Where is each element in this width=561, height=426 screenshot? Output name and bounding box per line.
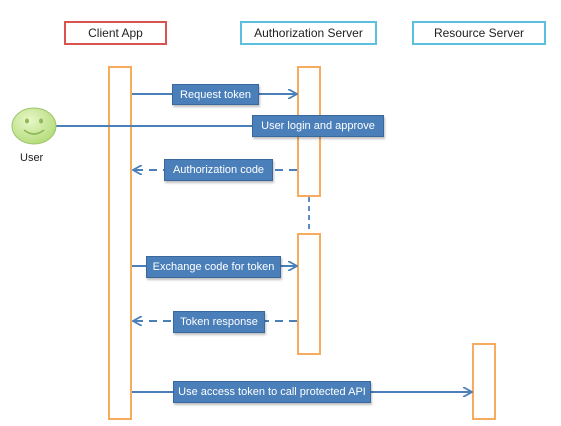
message-label-request-token: Request token xyxy=(172,84,259,105)
message-label-authorization-code: Authorization code xyxy=(164,159,273,181)
participant-client-app-label: Client App xyxy=(88,26,143,40)
user-smiley-icon xyxy=(11,107,57,145)
participant-client-app: Client App xyxy=(64,21,167,45)
message-label-exchange-code: Exchange code for token xyxy=(146,256,281,278)
user-label: User xyxy=(20,152,44,164)
participant-resource-server: Resource Server xyxy=(412,21,546,45)
message-label-user-login: User login and approve xyxy=(252,115,384,137)
participant-resource-server-label: Resource Server xyxy=(433,26,525,40)
auth-activation-bar-2 xyxy=(297,233,321,355)
participant-authorization-server: Authorization Server xyxy=(240,21,377,45)
message-label-use-access-token: Use access token to call protected API xyxy=(173,381,371,403)
message-label-token-response: Token response xyxy=(173,311,265,333)
participant-authorization-server-label: Authorization Server xyxy=(254,26,363,40)
resource-activation-bar xyxy=(472,343,496,420)
